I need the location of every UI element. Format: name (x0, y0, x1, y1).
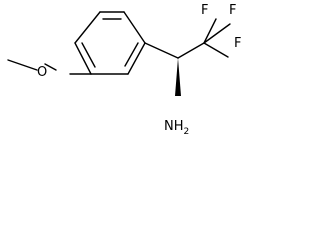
amine-subscript: 2 (184, 127, 190, 136)
ring-double-bond-left (81, 42, 96, 68)
atom-fluorine-top-left: F (201, 3, 208, 18)
bond-cf3-f-right (203, 42, 229, 58)
atom-fluorine-right: F (234, 36, 241, 51)
amine-nh: NH (164, 119, 184, 134)
ring-bond-upper-left (74, 11, 101, 44)
ring-bond-top-right (123, 11, 146, 44)
atom-fluorine-top-right: F (229, 3, 236, 18)
bond-methyl-line (7, 59, 38, 71)
ring-double-bond-right (124, 42, 139, 67)
atom-amine-label: NH2 (164, 119, 189, 136)
bond-ring-chiral-carbon (144, 42, 179, 59)
bond-cf3-f-top-left (203, 18, 217, 44)
bond-chiral-cf3 (177, 42, 205, 59)
bond-cf3-f-top-right (203, 23, 231, 44)
wedge-bond-amine (175, 58, 181, 96)
bond-oxygen-methyl-upper (44, 63, 57, 71)
atom-oxygen: O (37, 65, 47, 80)
ring-bond-bottom-left (74, 42, 92, 75)
ring-bond-bottom-right (127, 42, 146, 75)
molecule-structure: O F F F NH2 (7, 3, 241, 136)
